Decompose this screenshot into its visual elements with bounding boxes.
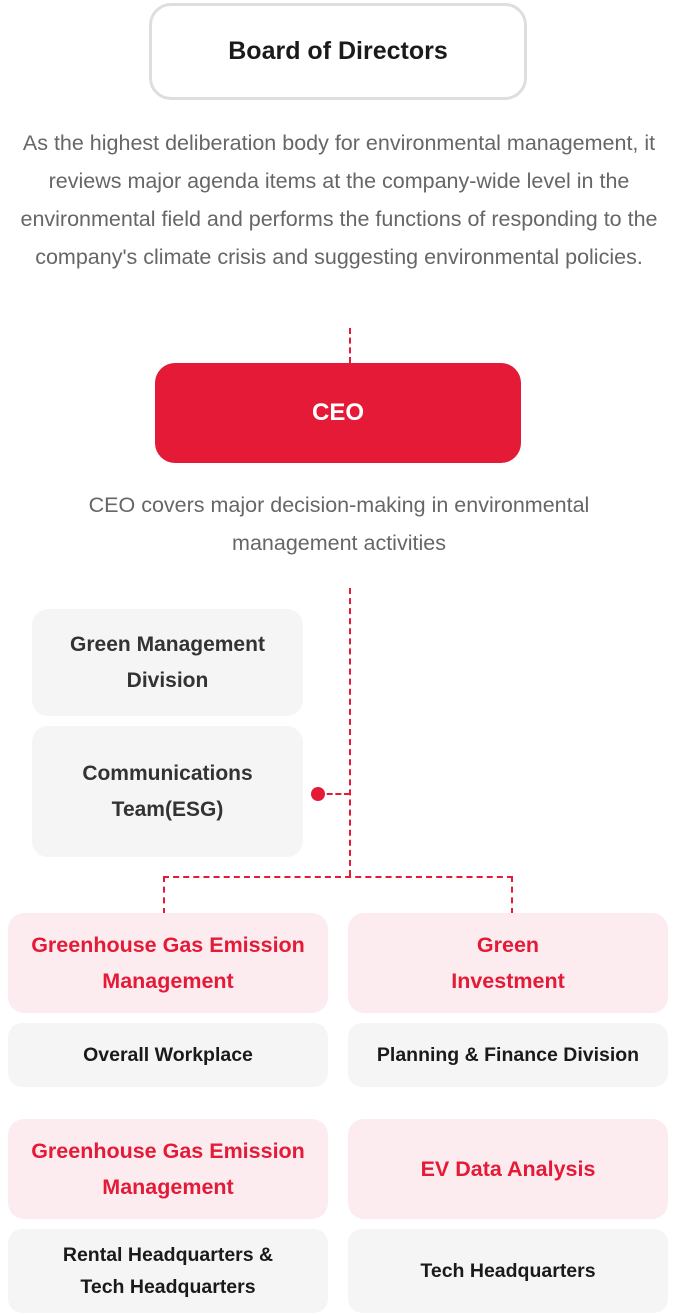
function-ev-data-analysis-box: EV Data Analysis	[348, 1119, 668, 1219]
connector-communications-branch	[318, 793, 350, 795]
owner-label: Tech Headquarters	[420, 1260, 596, 1282]
connector-board-ceo	[349, 328, 351, 363]
function-ghg-management-box: Greenhouse Gas Emission Management	[8, 913, 328, 1013]
function-title: Greenhouse Gas Emission Management	[31, 933, 305, 993]
function-ghg-management-2-box: Greenhouse Gas Emission Management	[8, 1119, 328, 1219]
connector-left-branch	[163, 876, 165, 914]
communications-team-label: Communications Team(ESG)	[82, 761, 253, 821]
owner-overall-workplace-box: Overall Workplace	[8, 1023, 328, 1087]
function-title: EV Data Analysis	[420, 1157, 596, 1181]
connector-dot	[311, 787, 325, 801]
board-description: As the highest deliberation body for env…	[20, 131, 658, 269]
ceo-title: CEO	[311, 399, 364, 426]
board-title: Board of Directors	[228, 37, 448, 65]
owner-label: Rental Headquarters & Tech Headquarters	[62, 1244, 274, 1298]
green-management-division-label: Green Management Division	[70, 632, 265, 692]
owner-rental-tech-hq-box: Rental Headquarters & Tech Headquarters	[8, 1229, 328, 1313]
function-title: Green Investment	[451, 933, 565, 993]
ceo-description: CEO covers major decision-making in envi…	[88, 493, 590, 555]
communications-team-box: Communications Team(ESG)	[32, 726, 303, 857]
connector-ceo-functions	[349, 588, 351, 876]
function-green-investment-box: Green Investment	[348, 913, 668, 1013]
owner-label: Overall Workplace	[83, 1044, 253, 1066]
board-of-directors-box: Board of Directors	[149, 3, 527, 100]
function-title: Greenhouse Gas Emission Management	[31, 1139, 305, 1199]
owner-label: Planning & Finance Division	[376, 1044, 640, 1066]
connector-split	[163, 876, 513, 878]
connector-right-branch	[511, 876, 513, 914]
owner-tech-hq-box: Tech Headquarters	[348, 1229, 668, 1313]
ceo-box: CEO	[155, 363, 521, 463]
green-management-division-box: Green Management Division	[32, 609, 303, 716]
owner-planning-finance-box: Planning & Finance Division	[348, 1023, 668, 1087]
